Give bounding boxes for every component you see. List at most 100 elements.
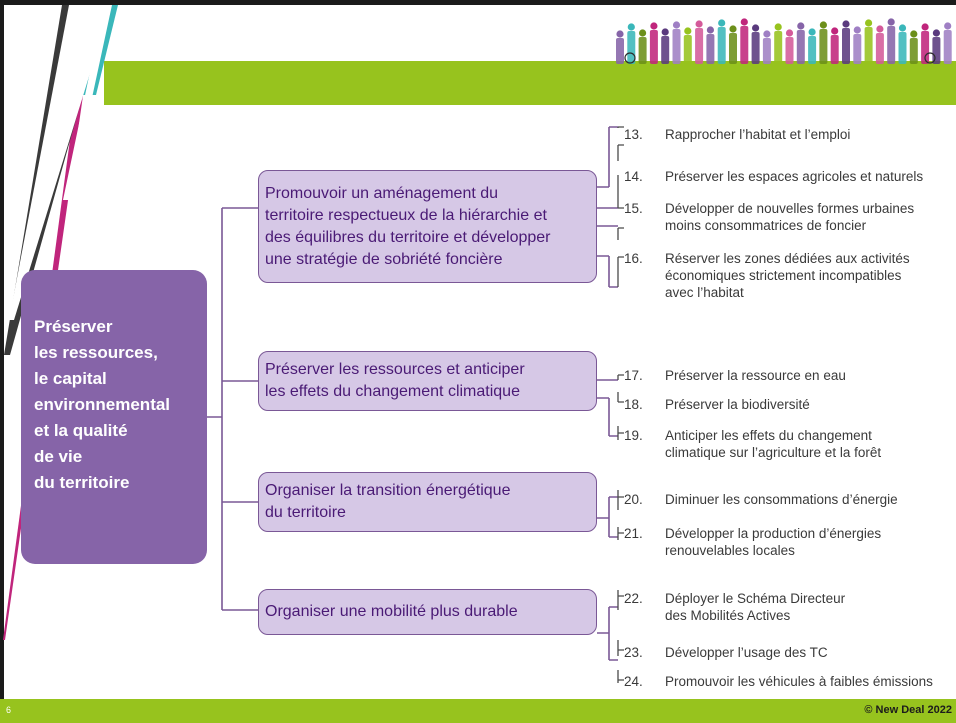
person-silhouette-head [921, 23, 929, 31]
person-silhouette-head [616, 30, 624, 38]
action-number: 13. [624, 127, 643, 142]
action-number: 18. [624, 397, 643, 412]
person-silhouette-head [672, 21, 681, 29]
person-silhouette-body [740, 26, 749, 64]
action-text: Développer de nouvelles formes urbaines [665, 201, 915, 216]
action-text: Diminuer les consommations d’énergie [665, 492, 898, 507]
person-silhouette-body [672, 29, 681, 64]
person-silhouette-body [706, 34, 715, 64]
person-silhouette-body [808, 36, 817, 64]
person-silhouette-body [638, 37, 647, 64]
theme-line: Promouvoir un aménagement du [265, 184, 499, 202]
person-silhouette-body [853, 34, 862, 64]
action-text: Déployer le Schéma Directeur [665, 591, 846, 606]
person-silhouette-head [684, 27, 692, 35]
main-objective-line: de vie [34, 447, 83, 466]
person-silhouette-head [932, 29, 940, 37]
person-silhouette-head [785, 29, 794, 37]
slide-frame-left [0, 0, 4, 723]
person-silhouette-head [627, 23, 635, 31]
person-silhouette-body [774, 31, 783, 64]
person-silhouette-head [808, 28, 816, 36]
person-silhouette-body [909, 38, 918, 64]
action-number: 20. [624, 492, 643, 507]
bicycle-wheel-icon [624, 52, 636, 64]
theme-box-mobility: Organiser une mobilité plus durable [258, 589, 597, 635]
person-silhouette-body [649, 30, 658, 64]
bicycle-wheel-icon [924, 52, 936, 64]
person-silhouette-body [661, 36, 670, 64]
person-silhouette-head [944, 22, 952, 30]
person-silhouette-head [774, 23, 782, 31]
person-silhouette-head [650, 22, 658, 30]
theme-line: les effets du changement climatique [265, 383, 520, 400]
slide-frame-top [0, 0, 956, 5]
action-text: Préserver la ressource en eau [665, 368, 846, 383]
person-silhouette-body [627, 31, 636, 64]
action-text: climatique sur l’agriculture et la forêt [665, 445, 882, 460]
action-text: des Mobilités Actives [665, 608, 791, 623]
person-silhouette-body [751, 32, 760, 64]
action-number: 16. [624, 251, 643, 266]
theme-line: une stratégie de sobriété foncière [265, 250, 503, 268]
action-number: 21. [624, 526, 643, 541]
action-text: Rapprocher l’habitat et l’emploi [665, 127, 851, 142]
action-number: 23. [624, 645, 643, 660]
theme-box-land-planning: Promouvoir un aménagement du territoire … [258, 170, 597, 283]
main-objective-line: environnemental [34, 395, 171, 414]
person-silhouette-head [706, 26, 714, 34]
action-text: Promouvoir les véhicules à faibles émiss… [665, 674, 933, 689]
action-number: 17. [624, 368, 643, 383]
green-header-band [104, 61, 956, 105]
people-silhouettes-banner [616, 18, 952, 64]
main-objective-line: du territoire [34, 473, 130, 492]
person-silhouette-body [762, 38, 771, 64]
action-text: Développer l’usage des TC [665, 645, 828, 660]
main-objective-line: Préserver [34, 317, 113, 336]
person-silhouette-body [875, 33, 884, 64]
action-text: moins consommatrices de foncier [665, 218, 867, 233]
action-text: Anticiper les effets du changement [665, 428, 872, 443]
action-text: Réserver les zones dédiées aux activités [665, 251, 910, 266]
theme-line: des équilibres du territoire et développ… [265, 228, 551, 246]
theme-line: Préserver les ressources et anticiper [265, 361, 525, 378]
person-silhouette-body [864, 27, 873, 64]
theme-line: Organiser la transition énergétique [265, 482, 511, 499]
person-silhouette-body [819, 29, 828, 64]
person-silhouette-head [831, 27, 839, 35]
person-silhouette-body [842, 28, 850, 64]
action-text: économiques strictement incompatibles [665, 268, 902, 283]
person-silhouette-head [898, 24, 907, 32]
person-silhouette-body [729, 33, 737, 64]
theme-line: territoire respectueux de la hiérarchie … [265, 206, 547, 224]
main-objective-line: le capital [34, 369, 107, 388]
copyright-text: © New Deal 2022 [864, 704, 952, 716]
person-silhouette-head [661, 28, 669, 36]
theme-line: Organiser une mobilité plus durable [265, 603, 518, 620]
action-text: Préserver la biodiversité [665, 397, 810, 412]
action-number: 19. [624, 428, 643, 443]
action-text: Développer la production d’énergies [665, 526, 882, 541]
theme-box-energy-transition: Organiser la transition énergétique du t… [258, 472, 597, 532]
person-silhouette-body [683, 35, 692, 64]
person-silhouette-head [729, 25, 737, 33]
person-silhouette-body [717, 27, 726, 64]
person-silhouette-head [853, 26, 861, 34]
person-silhouette-head [819, 21, 827, 29]
person-silhouette-head [695, 20, 703, 28]
person-silhouette-body [785, 37, 794, 64]
person-silhouette-body [830, 35, 839, 64]
theme-box-resources-climate: Préserver les ressources et anticiper le… [258, 351, 597, 411]
person-silhouette-body [695, 28, 704, 64]
main-objective-line: les ressources, [34, 343, 158, 362]
action-number: 14. [624, 169, 643, 184]
person-silhouette-head [876, 25, 884, 33]
person-silhouette-head [842, 20, 850, 28]
footer-bar: 6 © New Deal 2022 [0, 699, 956, 723]
person-silhouette-body [887, 26, 896, 64]
person-silhouette-head [752, 24, 760, 32]
action-number: 22. [624, 591, 643, 606]
action-number: 24. [624, 674, 643, 689]
